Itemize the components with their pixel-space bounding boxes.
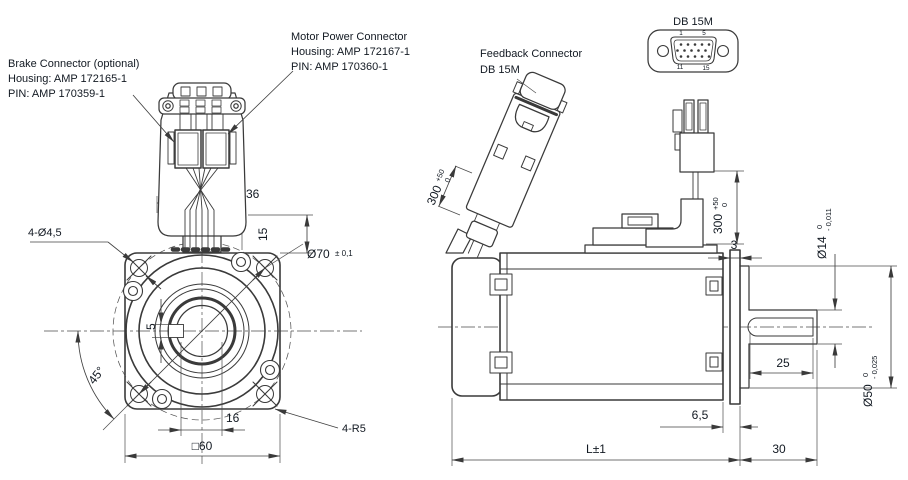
db15-pin15-label: 15 bbox=[702, 65, 710, 72]
vertical-connector-housing bbox=[679, 132, 715, 173]
keyway-width-text: 5 bbox=[144, 323, 158, 330]
front-view: 45° Ø70 ± 0,1 4-Ø4,5 4-R5 5 bbox=[28, 70, 366, 464]
feedback-label-line2: DB 15M bbox=[480, 64, 520, 76]
db15-d-shell-outer bbox=[670, 36, 717, 65]
dim-6-5: 6,5 bbox=[660, 402, 758, 433]
dim-square-60: □60 bbox=[124, 414, 281, 463]
motor-rim-circle bbox=[125, 254, 279, 408]
brake-leader-line bbox=[132, 94, 175, 143]
dim-3-text: 3 bbox=[731, 238, 738, 252]
dim-angle-45-text: 45° bbox=[85, 364, 107, 387]
cable-length2-tol-lower: 0 bbox=[720, 203, 729, 207]
dim-6-5-text: 6,5 bbox=[692, 408, 709, 422]
db15-face-view: DB 15M 1 5 11 15 bbox=[647, 16, 739, 73]
feedback-leader-line bbox=[516, 78, 537, 94]
dim-angle-45: 45° bbox=[75, 330, 115, 420]
dim-length-text: L±1 bbox=[586, 442, 606, 456]
power-label-line2: Housing: AMP 172167-1 bbox=[291, 46, 410, 58]
brake-label-line1: Brake Connector (optional) bbox=[8, 58, 139, 70]
dim-25-text: 25 bbox=[776, 356, 790, 370]
pilot-tol-upper: 0 bbox=[861, 373, 870, 377]
cable-elbow-boot bbox=[645, 198, 704, 248]
db15-pin1-label: 1 bbox=[679, 30, 683, 37]
motor-body bbox=[499, 252, 724, 401]
brake-connector-body bbox=[174, 129, 202, 169]
db15-pin5-label: 5 bbox=[702, 30, 706, 37]
pilot-tol-lower: - 0,025 bbox=[870, 356, 879, 379]
power-label-line1: Motor Power Connector bbox=[291, 31, 407, 43]
db15-screw-hole-right bbox=[716, 44, 730, 58]
side-view: 300 +50 0 300 +50 0 3 bbox=[424, 71, 897, 466]
cable-length-tol-lower: 0 bbox=[443, 177, 453, 184]
dim-keyway-width: 5 bbox=[144, 299, 168, 363]
shaft-tol-upper: 0 bbox=[815, 225, 824, 229]
cable-length2-tol-upper: +50 bbox=[711, 197, 720, 210]
feedback-connector-tilted bbox=[445, 71, 568, 258]
dim-bolt-circle-label: Ø70 ± 0,1 bbox=[307, 247, 353, 261]
db15-pin11-label: 11 bbox=[677, 64, 684, 71]
dim-30-text: 30 bbox=[772, 442, 786, 456]
dim-length: L±1 bbox=[451, 398, 741, 466]
bolt-circle-value: Ø70 bbox=[307, 247, 330, 261]
cable-length-text: 300 bbox=[424, 183, 445, 207]
db15-screw-hole-left bbox=[656, 44, 670, 58]
pilot-boss bbox=[739, 265, 750, 389]
dim-corner-holes: 4-Ø4,5 bbox=[28, 227, 162, 290]
cable-boot bbox=[465, 220, 499, 248]
db15-face-title: DB 15M bbox=[673, 16, 713, 28]
callout-labels: Brake Connector (optional) Housing: AMP … bbox=[8, 31, 582, 100]
bolt-circle-tolerance: ± 0,1 bbox=[335, 249, 353, 258]
power-leader-line bbox=[227, 70, 294, 135]
shaft bbox=[747, 309, 818, 345]
housing-clips bbox=[489, 273, 723, 374]
dim-16-text: 16 bbox=[226, 411, 240, 425]
brake-label-line2: Housing: AMP 172165-1 bbox=[8, 73, 127, 85]
db15-housing-cap bbox=[519, 71, 566, 110]
db15-housing-body bbox=[465, 92, 561, 228]
dim-pilot-diameter: Ø50 0 - 0,025 bbox=[750, 265, 897, 407]
db15-shell bbox=[647, 29, 739, 73]
dim-bolt-circle-diagonal bbox=[102, 243, 304, 431]
db15-d-shell-inner bbox=[673, 39, 714, 62]
dim-25: 25 bbox=[749, 332, 814, 379]
brake-label-line3: PIN: AMP 170359-1 bbox=[8, 88, 105, 100]
dim-square-text: □60 bbox=[192, 439, 213, 453]
db15-pins bbox=[676, 43, 711, 58]
dim-16: 16 bbox=[158, 342, 245, 436]
dim-cable-length-left: 300 +50 0 bbox=[424, 165, 473, 216]
corner-radius-text: 4-R5 bbox=[342, 423, 366, 435]
dim-corner-radius: 4-R5 bbox=[274, 408, 366, 435]
shaft-diameter-text: Ø14 bbox=[815, 236, 829, 259]
brake-power-connector bbox=[157, 82, 247, 253]
connector-wires bbox=[184, 167, 219, 249]
dim-shaft-diameter: Ø14 0 - 0,011 bbox=[815, 208, 842, 368]
feedback-label-line1: Feedback Connector bbox=[480, 48, 582, 60]
dim-30: 30 bbox=[739, 350, 818, 466]
fl ange-plate bbox=[729, 249, 741, 405]
shaft-tol-lower: - 0,011 bbox=[824, 208, 833, 231]
dim-3: 3 bbox=[708, 238, 762, 261]
power-connector-body bbox=[202, 129, 230, 169]
dim-36-text: 36 bbox=[246, 187, 260, 201]
vertical-connector bbox=[584, 99, 718, 254]
flange-square bbox=[124, 252, 281, 410]
power-label-line3: PIN: AMP 170360-1 bbox=[291, 61, 388, 73]
corner-holes-text: 4-Ø4,5 bbox=[28, 227, 62, 239]
dim-15: 15 bbox=[248, 214, 313, 254]
pilot-diameter-text: Ø50 bbox=[861, 384, 875, 407]
dim-cable-length-right: 300 +50 0 bbox=[706, 170, 744, 245]
connector-pin-rows bbox=[179, 99, 222, 114]
keyway-notch bbox=[168, 324, 184, 338]
cable-length2-text: 300 bbox=[711, 214, 725, 234]
dim-15-text: 15 bbox=[256, 227, 270, 241]
